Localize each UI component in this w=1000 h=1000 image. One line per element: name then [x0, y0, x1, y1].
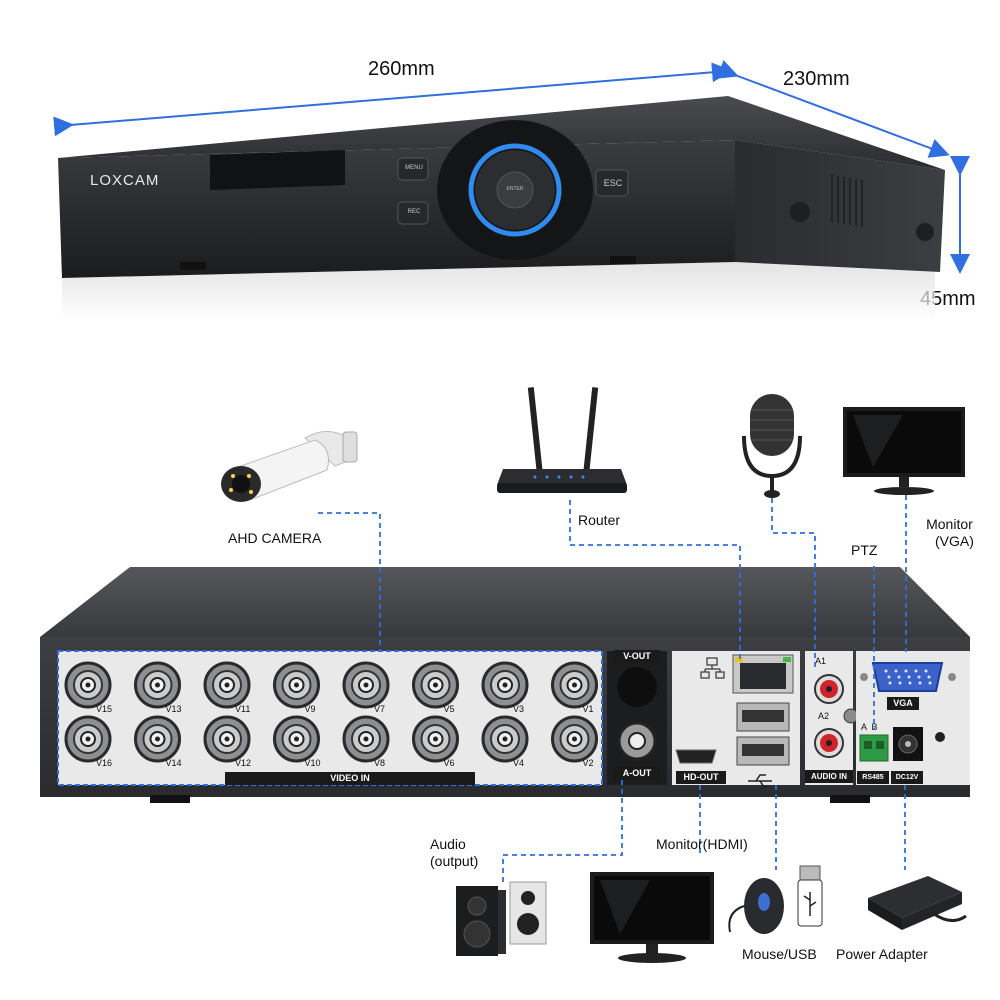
dimension-arrows — [53, 60, 970, 274]
bnc-connector-v7 — [342, 661, 390, 709]
dc12v-label: DC12V — [891, 771, 923, 784]
audio-output-label-line1: Audio — [430, 836, 466, 852]
bnc-connector-v3 — [481, 661, 529, 709]
depth-arrow — [716, 60, 950, 158]
width-label: 260mm — [368, 58, 435, 80]
video-in-label: VIDEO IN — [225, 772, 475, 785]
a2-label: A2 — [818, 711, 830, 721]
channel-label-v15: V15 — [96, 704, 113, 714]
router-line — [569, 500, 741, 660]
router-label: Router — [578, 512, 621, 528]
bnc-connector-v15 — [64, 661, 112, 709]
channel-label-v9: V9 — [304, 704, 316, 714]
width-arrow — [53, 62, 732, 137]
vga-monitor-label-line2: (VGA) — [935, 533, 974, 549]
camera-icon — [221, 431, 358, 502]
bnc-connector-v4 — [481, 715, 529, 763]
vga-monitor-icon — [843, 407, 965, 495]
bnc-connector-v1 — [551, 661, 598, 709]
mouse-usb-label: Mouse/USB — [742, 946, 817, 962]
esc-button[interactable]: ESC — [603, 178, 623, 188]
ptz-label: PTZ — [851, 542, 878, 558]
channel-label-v11: V11 — [235, 704, 251, 714]
vga-monitor-label-line1: Monitor — [926, 516, 973, 532]
bnc-connector-v6 — [412, 715, 459, 763]
a-out-label: A-OUT — [614, 767, 660, 780]
channel-label-v8: V8 — [374, 758, 386, 768]
speaker-icon — [456, 881, 547, 956]
microphone-icon — [742, 394, 802, 498]
channel-label-v13: V13 — [165, 704, 182, 714]
mouse-usb-icon — [728, 865, 823, 934]
hd-out-label: HD-OUT — [676, 771, 726, 784]
bnc-connector-v12 — [203, 715, 251, 763]
channel-label-v3: V3 — [513, 704, 525, 714]
vga-label: VGA — [887, 697, 919, 710]
bnc-connector-v11 — [203, 661, 251, 709]
brand-logo: LOXCAM — [90, 172, 160, 189]
bnc-connector-v14 — [134, 715, 181, 763]
channel-label-v7: V7 — [374, 704, 386, 714]
channel-label-v10: V10 — [304, 758, 321, 768]
channel-label-v14: V14 — [165, 758, 182, 768]
bnc-connector-v10 — [273, 715, 320, 763]
depth-label: 230mm — [783, 68, 850, 90]
channel-label-v5: V5 — [443, 704, 455, 714]
hdmi-monitor-label: Monitor(HDMI) — [656, 836, 748, 852]
bnc-connector-v16 — [64, 715, 112, 763]
mic-line — [771, 498, 816, 668]
hdmi-monitor-icon — [590, 872, 714, 963]
channel-label-v6: V6 — [443, 758, 455, 768]
menu-button[interactable]: MENU — [405, 165, 423, 171]
bnc-connector-v9 — [273, 661, 320, 709]
channel-label-v12: V12 — [235, 758, 252, 768]
channel-label-v4: V4 — [513, 758, 525, 768]
dvr-front-view — [58, 96, 945, 320]
camera-line — [318, 512, 381, 650]
v-out-label: V-OUT — [614, 650, 660, 663]
enter-button[interactable]: ENTER — [506, 186, 524, 192]
audio-out-line — [502, 780, 623, 882]
router-icon — [497, 387, 627, 493]
channel-label-v16: V16 — [96, 758, 113, 768]
vga-monitor-label: Monitor (VGA) — [925, 516, 974, 550]
audio-output-label: Audio (output) — [430, 836, 478, 870]
bnc-connector-v2 — [551, 715, 598, 763]
ptz-terminal-label: A B — [861, 722, 878, 732]
a1-label: A1 — [815, 656, 827, 666]
audio-output-label-line2: (output) — [430, 853, 479, 869]
bnc-connector-v13 — [134, 661, 181, 709]
camera-label: AHD CAMERA — [228, 530, 322, 546]
bnc-connectors — [64, 661, 598, 763]
bnc-connector-v8 — [342, 715, 390, 763]
bnc-connector-v5 — [412, 661, 459, 709]
channel-label-v1: V1 — [582, 704, 594, 714]
power-adapter-label: Power Adapter — [836, 946, 928, 962]
audio-in-label: AUDIO IN — [805, 770, 853, 783]
channel-label-v2: V2 — [582, 758, 594, 768]
power-adapter-icon — [868, 876, 967, 930]
rec-button[interactable]: REC — [407, 209, 421, 215]
rs485-label: RS485 — [857, 771, 889, 784]
